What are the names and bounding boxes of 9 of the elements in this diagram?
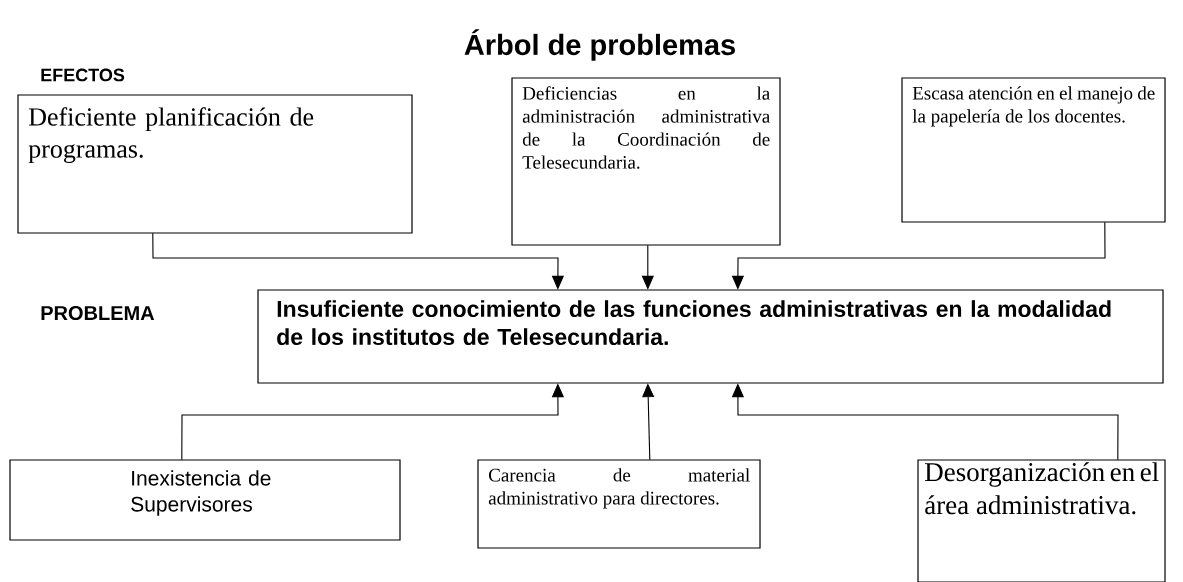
problem-box: Insuficiente conocimiento de las funciones administrativas en la modalidad de los institutos de Telesecundaria. <box>257 289 1164 384</box>
effect-box: Deficiente planificación de programas. <box>17 94 413 234</box>
cause-box: Desorganización en el área administrativa. <box>917 459 1166 582</box>
title: Árbol de problemas <box>464 29 735 61</box>
cause-box: Inexistencia de Supervisores <box>9 459 401 541</box>
effect-box: Escasa atención en el manejo de la papelería de los docentes. <box>901 77 1166 223</box>
cause-box: Carencia de material administrativo para directores. <box>477 459 761 549</box>
section-label: PROBLEMA <box>41 305 155 321</box>
effect-box: Deficiencias en la administración administrativa de la Coordinación de Telesecundaria. <box>511 77 781 246</box>
